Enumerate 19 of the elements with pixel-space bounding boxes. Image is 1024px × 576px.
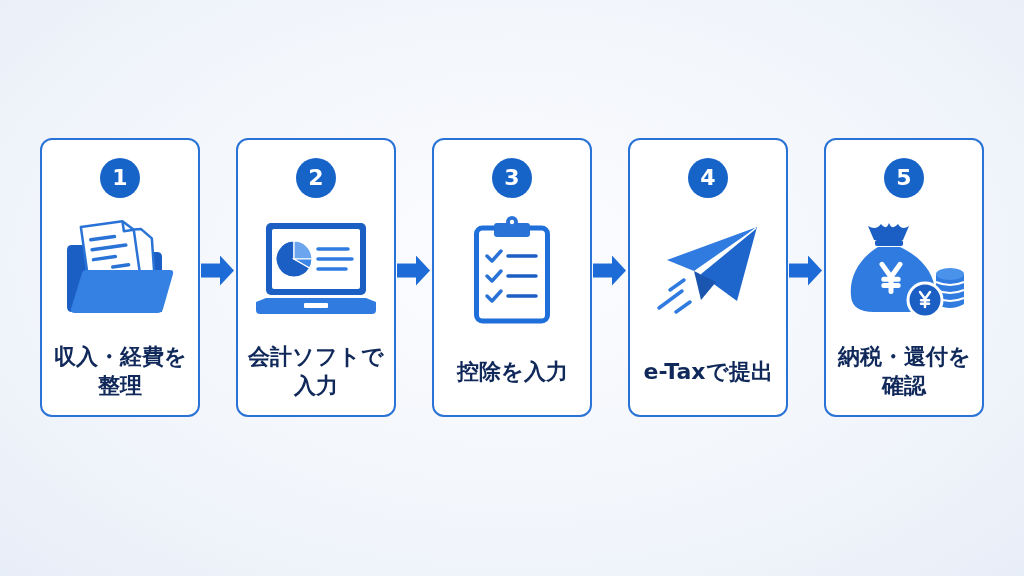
step-card [432, 138, 592, 417]
step-card [40, 138, 200, 417]
step-label: e-Taxで提出 [643, 357, 773, 386]
step-label: 会計ソフトで入力 [247, 343, 385, 400]
arrow [789, 255, 822, 286]
number-badge: 2 [296, 158, 336, 198]
step-card [236, 138, 396, 417]
number-badge: 5 [884, 158, 924, 198]
step-card [628, 138, 788, 417]
step-card [824, 138, 984, 417]
number-badge: 3 [492, 158, 532, 198]
arrow [201, 255, 234, 286]
step-label: 収入・経費を整理 [52, 343, 188, 400]
number-badge: 1 [100, 158, 140, 198]
step-label: 納税・還付を確認 [836, 343, 972, 400]
arrow [593, 255, 626, 286]
arrow [397, 255, 430, 286]
number-badge: 4 [688, 158, 728, 198]
step-label: 控除を入力 [456, 357, 568, 386]
